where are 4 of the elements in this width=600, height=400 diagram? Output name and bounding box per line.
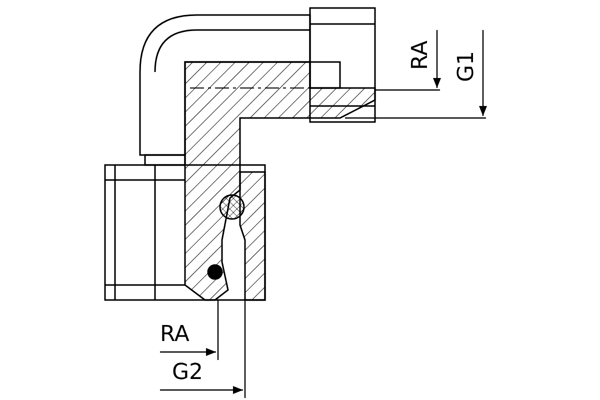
dimension-label: RA — [160, 324, 190, 346]
dimension-label: RA — [410, 40, 432, 70]
dimension-label: G2 — [172, 362, 204, 384]
dimension-label: G1 — [456, 50, 478, 82]
